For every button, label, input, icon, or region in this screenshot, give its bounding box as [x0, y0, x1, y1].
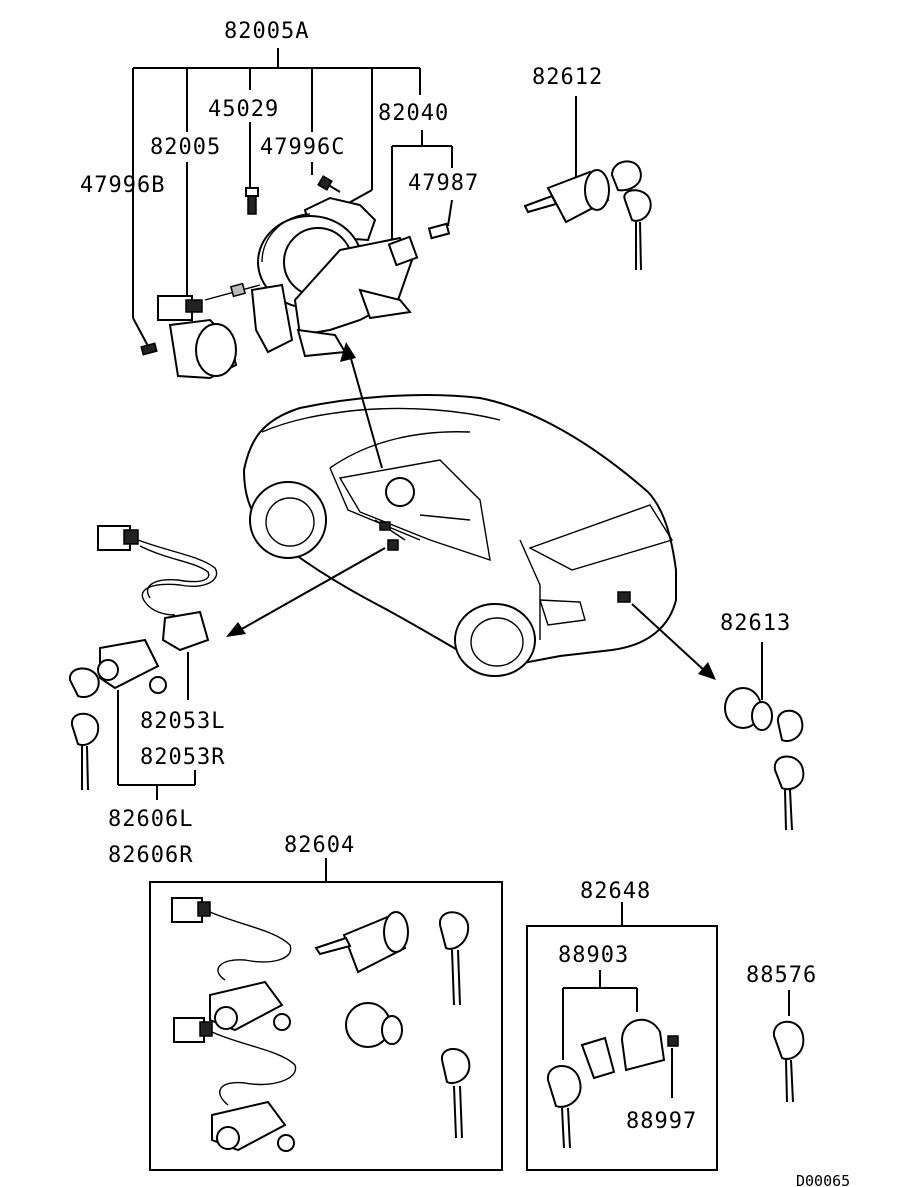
label-82606L: 82606L	[108, 807, 193, 832]
door-lock-assembly	[68, 525, 218, 800]
tailgate-lock-82613	[724, 642, 805, 831]
key-88576	[772, 990, 805, 1103]
vehicle-outline	[242, 394, 677, 677]
label-82005: 82005	[150, 135, 221, 160]
kit-box-82648	[526, 902, 718, 1171]
label-82053R: 82053R	[140, 745, 225, 770]
arrow-to-tailgate-lock	[631, 603, 716, 680]
kit-box-82604	[149, 858, 503, 1171]
label-47987: 47987	[408, 171, 479, 196]
label-88997: 88997	[626, 1109, 697, 1134]
leader-82005a	[132, 48, 421, 347]
label-82612: 82612	[532, 65, 603, 90]
label-82053L: 82053L	[140, 709, 225, 734]
label-82005A: 82005A	[224, 19, 309, 44]
label-47996B: 47996B	[80, 173, 165, 198]
steering-lock-assembly	[140, 175, 451, 380]
label-88576: 88576	[746, 963, 817, 988]
diagram-ref-code: D00065	[796, 1172, 850, 1187]
leader-82040	[391, 130, 453, 240]
label-82604: 82604	[284, 833, 355, 858]
label-45029: 45029	[208, 97, 279, 122]
label-47996C: 47996C	[260, 135, 345, 160]
label-82040: 82040	[378, 101, 449, 126]
label-82613: 82613	[720, 611, 791, 636]
arrow-to-door-lock	[226, 547, 386, 637]
ignition-cylinder-82612	[523, 96, 652, 271]
label-82648: 82648	[580, 879, 651, 904]
label-82606R: 82606R	[108, 843, 193, 868]
label-88903: 88903	[558, 943, 629, 968]
arrow-to-lock	[340, 342, 383, 469]
